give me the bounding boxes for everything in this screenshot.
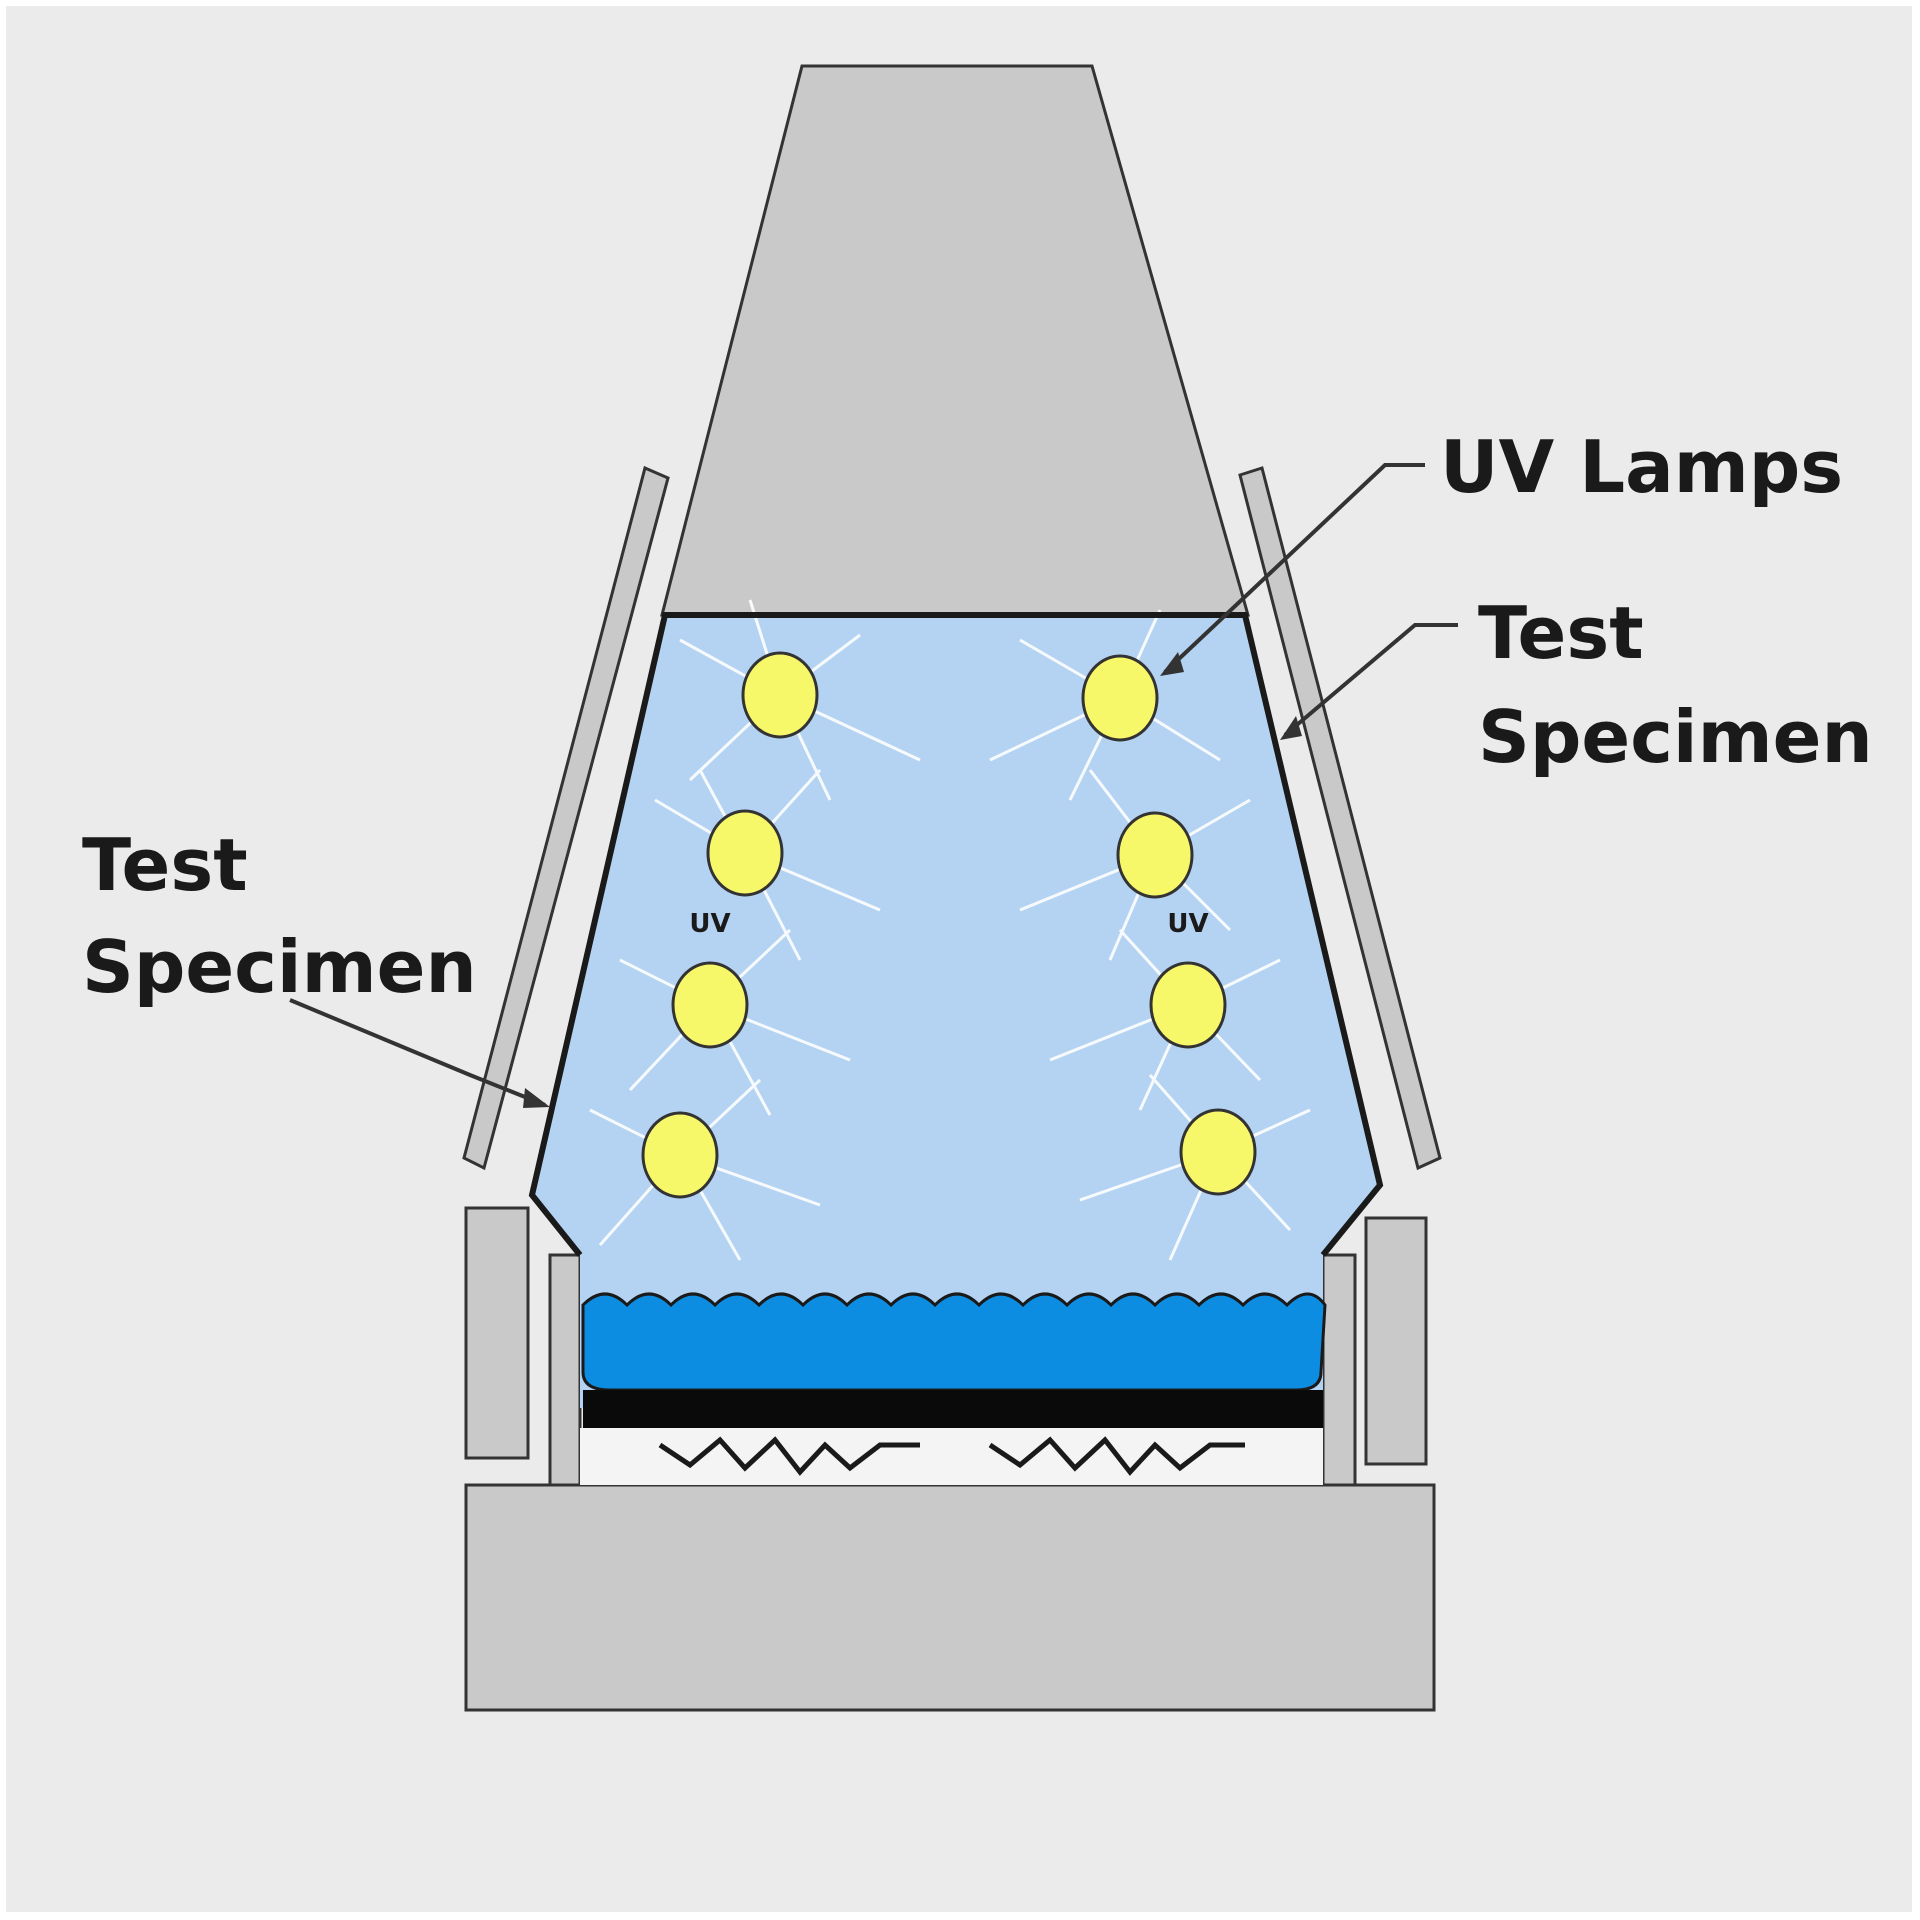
uv-lamps [641, 651, 1257, 1199]
uv-lamps-leader-line [1163, 463, 1425, 674]
test-chamber [532, 615, 1380, 1408]
right-test-specimen-panel [1238, 466, 1442, 1171]
left-specimen-leader-arrowhead [523, 1088, 550, 1108]
right-outer-wall [1364, 1216, 1428, 1466]
water-tray [583, 1390, 1323, 1428]
heater-element-right [988, 1436, 1245, 1476]
chamber-outline [528, 612, 1384, 1257]
uv-lamp-right-2 [1116, 811, 1194, 899]
uv-lamp-left-3 [671, 961, 749, 1049]
right-specimen-label-line1: Test [1478, 591, 1644, 675]
uv-lamp-right-3 [1149, 961, 1227, 1049]
right-specimen-label-line2: Specimen [1478, 695, 1873, 779]
uv-lamp-right-4 [1179, 1108, 1257, 1196]
heater-compartment [580, 1428, 1323, 1485]
left-specimen-label-line1: Test [82, 823, 248, 907]
right-specimen-leader-arrowhead [1280, 716, 1302, 740]
uv-lamps-label: UV Lamps [1440, 425, 1843, 509]
left-lamp-uv-mark: UV [689, 909, 730, 939]
base-block [464, 1483, 1436, 1712]
heater-elements [658, 1436, 1245, 1476]
left-outer-wall [464, 1206, 530, 1460]
right-lamp-uv-mark: UV [1167, 909, 1208, 939]
uv-lamp-left-1 [741, 651, 819, 739]
left-specimen-label-line2: Specimen [82, 925, 477, 1009]
uv-lamp-left-4 [641, 1111, 719, 1199]
uv-lamps-leader-arrowhead [1160, 652, 1184, 676]
right-inner-wall [1321, 1253, 1357, 1487]
uv-lamp-left-2 [706, 809, 784, 897]
right-specimen-leader-line [1283, 623, 1458, 737]
leader-lines [289, 463, 1458, 1107]
heater-element-left [658, 1436, 920, 1476]
left-specimen-leader-line [289, 998, 546, 1107]
left-test-specimen-panel [462, 465, 670, 1171]
left-inner-wall [548, 1253, 582, 1487]
water-reservoir [581, 1292, 1327, 1392]
uv-lamp-right-1 [1081, 654, 1159, 742]
